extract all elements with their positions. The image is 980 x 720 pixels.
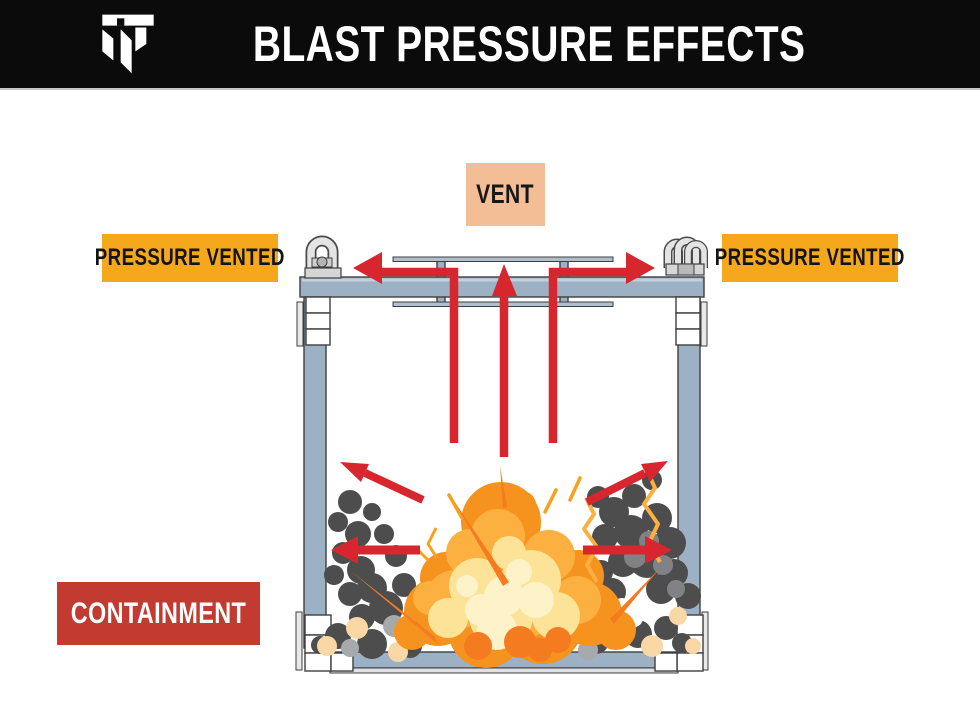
lifting-shackle-left-icon xyxy=(304,235,342,279)
arrow-lateral-left xyxy=(331,536,420,564)
vessel-left-wall xyxy=(303,295,327,649)
vent-label-text: VENT xyxy=(476,179,535,209)
sparks-and-bolts xyxy=(352,466,662,644)
pressure-vented-left-text: PRESSURE VENTED xyxy=(95,244,285,271)
containment-label: CONTAINMENT xyxy=(57,582,260,645)
pressure-vented-right-text: PRESSURE VENTED xyxy=(715,244,905,271)
pressure-arrows xyxy=(331,252,672,564)
pressure-vented-label-right: PRESSURE VENTED xyxy=(715,234,905,282)
vessel-structure xyxy=(295,235,709,674)
containment-label-text: CONTAINMENT xyxy=(70,596,247,630)
vent-label: VENT xyxy=(466,163,545,226)
explosion-illustration xyxy=(311,466,701,668)
arrow-vent-out-right xyxy=(548,252,655,443)
arrow-lateral-right xyxy=(583,536,672,564)
vent-plate-top xyxy=(392,256,614,262)
lifting-lug-right-icon xyxy=(663,236,708,276)
arrow-vent-up-center xyxy=(492,264,517,457)
arrow-diagonal-up-right xyxy=(585,461,668,506)
header-bar: BLAST PRESSURE EFFECTS xyxy=(0,0,980,90)
shield-monogram-icon xyxy=(102,14,154,74)
arrow-vent-out-left xyxy=(353,252,459,443)
arrow-diagonal-up-left xyxy=(340,462,425,504)
page-title: BLAST PRESSURE EFFECTS xyxy=(252,16,806,72)
pressure-vented-label-left: PRESSURE VENTED xyxy=(95,234,285,282)
